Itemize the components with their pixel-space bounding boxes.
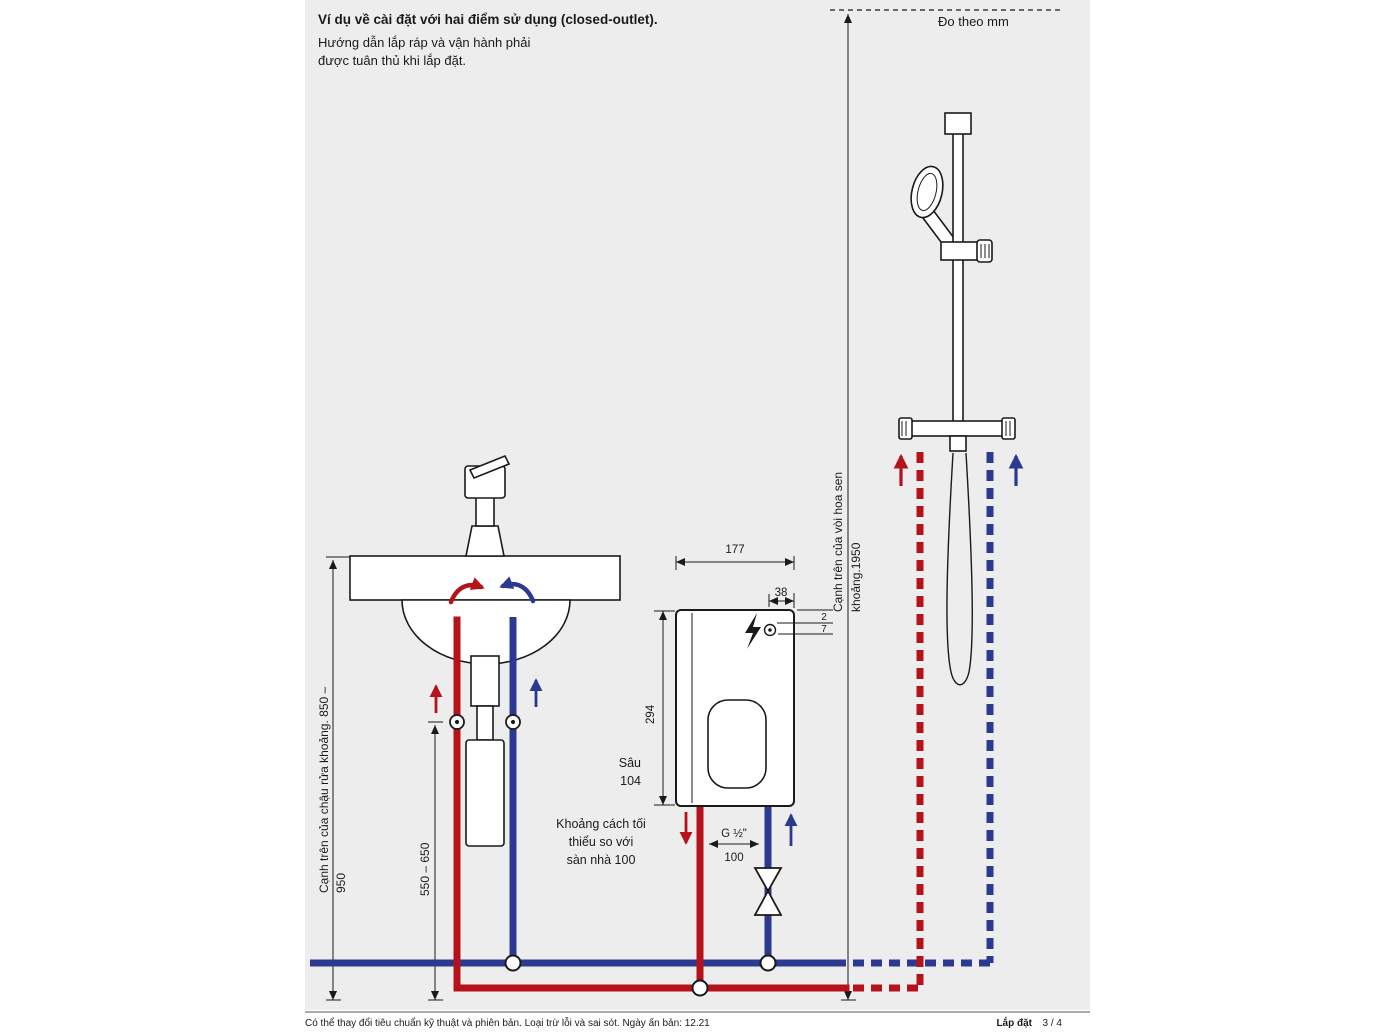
shower-rail: [952, 116, 964, 433]
floor-clearance-line-1: Khoảng cách tối: [556, 817, 646, 831]
valve-lower-triangle: [753, 889, 783, 916]
footer-page-number: 3 / 4: [1043, 1018, 1063, 1029]
valve-upper-triangle: [753, 867, 783, 893]
hot-water-swirl-icon: [448, 577, 485, 605]
shower-riser-pipes: [916, 452, 994, 988]
shower-edge-label-1: Cạnh trên của vòi hoa sen: [831, 472, 845, 612]
depth-label: Sâu: [619, 756, 641, 770]
handshower-face: [916, 172, 938, 212]
lightning-bolt-icon: [745, 613, 761, 649]
shower-edge-label-2: khoảng.1950: [849, 542, 863, 612]
page-title: Ví dụ về cài đặt với hai điểm sử dụng (c…: [318, 12, 658, 27]
thread-size-label: G ½": [721, 828, 747, 840]
subtitle-line-1: Hướng dẫn lắp ráp và vận hành phải: [318, 35, 530, 50]
footer: Có thể thay đổi tiêu chuẩn kỹ thuật và p…: [305, 1011, 1090, 1029]
footer-section-label: Lắp đặt: [996, 1016, 1032, 1029]
shutoff-valve: [753, 867, 783, 916]
drain-tube: [476, 705, 494, 741]
valve-dot: [454, 719, 460, 725]
subtitle-line-2: được tuân thủ khi lắp đặt.: [318, 53, 466, 68]
washbasin-group: [349, 454, 621, 847]
dim-177-label: 177: [725, 544, 744, 556]
basin-counter: [349, 555, 621, 601]
shower-hose: [946, 452, 973, 686]
dim-100-label: 100: [724, 852, 743, 864]
measurement-lines: [326, 9, 1062, 1001]
cold-water-swirl-icon: [499, 576, 536, 604]
faucet-lever: [468, 454, 511, 480]
handshower-head: [910, 165, 944, 219]
floor-clearance-line-2: thiểu so với: [569, 835, 633, 849]
heater-dimensions: [654, 556, 833, 848]
floor-clearance-line-3: sàn nhà 100: [567, 853, 636, 867]
dim-2-label: 2: [821, 612, 827, 623]
basin-edge-label-2: 950: [334, 873, 348, 893]
hose-fitting: [949, 435, 967, 452]
unit-note-label: Đo theo mm: [938, 14, 1009, 29]
pipe-run-height-label: 550 – 650: [418, 842, 432, 896]
drain-trap: [465, 739, 505, 847]
basin-edge-label-1: Cạnh trên của chậu rửa khoảng. 850 –: [317, 687, 331, 894]
faucet-base: [465, 525, 505, 557]
pipe-junction: [504, 954, 522, 972]
rail-slider: [940, 241, 982, 261]
drain-tailpiece: [470, 655, 500, 707]
electrical-connection-dot: [768, 628, 772, 632]
basin-angle-valves: [449, 714, 521, 730]
pipe-junction: [759, 954, 777, 972]
bracket-right-cap: [1001, 417, 1016, 440]
flow-arrows: [429, 453, 1024, 846]
depth-value: 104: [620, 774, 641, 788]
bottom-pipe-runs: [310, 959, 990, 992]
dim-38-label: 38: [775, 587, 788, 599]
rail-top-cap: [944, 112, 972, 135]
heater-front-panel: [707, 699, 767, 789]
footer-disclaimer: Có thể thay đổi tiêu chuẩn kỹ thuật và p…: [305, 1016, 710, 1029]
dim-7-label: 7: [821, 624, 827, 635]
valve-dot: [510, 719, 516, 725]
dim-294-label: 294: [645, 704, 657, 724]
shower-group: [898, 112, 1016, 686]
pipe-junction: [691, 979, 709, 997]
faucet-neck: [475, 495, 495, 527]
water-heater-group: [675, 609, 795, 807]
wall-bracket-bar: [906, 420, 1008, 437]
